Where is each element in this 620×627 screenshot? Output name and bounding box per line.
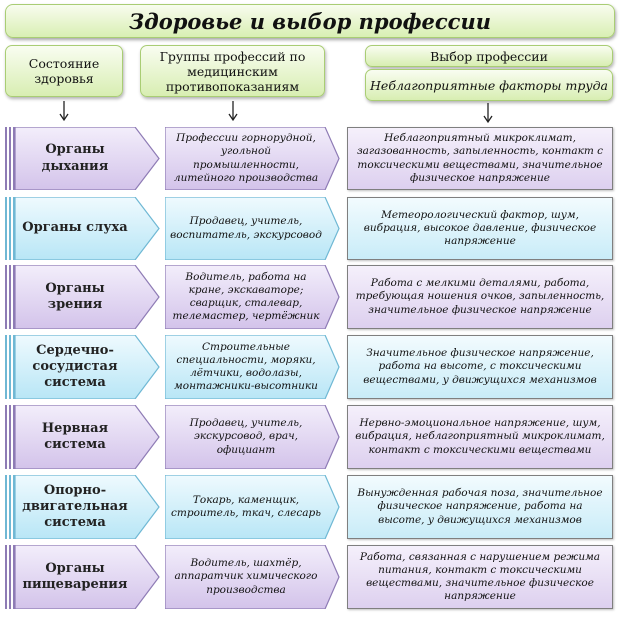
organ-chevron — [15, 197, 160, 260]
organ-label: Органы слуха — [22, 220, 128, 236]
professions-arrow — [165, 475, 340, 539]
adverse-factors-box: Значительное физическое напряжение, рабо… — [347, 335, 613, 399]
adverse-factors-box: Работа, связанная с нарушением режима пи… — [347, 545, 613, 609]
organ-label: Органы дыхания — [41, 142, 109, 174]
table-row: Органы дыхания Профессии горнорудной, уго… — [0, 127, 620, 190]
organ-chevron — [15, 335, 160, 399]
row-accent-strip — [5, 545, 15, 609]
table-row: Нервная система Продавец, учитель, экскур… — [0, 405, 620, 469]
organ-chevron — [15, 475, 160, 539]
organ-label: Сердечно-сосудистая система — [32, 342, 118, 391]
header-profession-groups: Группы профессий по медицинским противоп… — [140, 45, 325, 97]
adverse-factors-box: Нервно-эмоциональное напряжение, шум, ви… — [347, 405, 613, 469]
adverse-factors-text: Неблагоприятный микроклимат, загазованно… — [356, 132, 604, 184]
adverse-factors-text: Работа, связанная с нарушением режима пи… — [359, 550, 601, 603]
adverse-factors-text: Вынужденная рабочая поза, значительное ф… — [357, 487, 603, 526]
adverse-factors-box: Работа с мелкими деталями, работа, требу… — [347, 265, 613, 329]
organ-chevron — [15, 545, 160, 609]
header-profession-choice: Выбор профессии — [365, 45, 613, 67]
table-row: Сердечно-сосудистая система Строительные … — [0, 335, 620, 399]
down-arrow-icon — [59, 101, 69, 122]
page-title: Здоровье и выбор профессии — [128, 8, 492, 34]
professions-arrow — [165, 265, 340, 329]
down-arrow-icon — [228, 101, 238, 122]
professions-text: Строительные специальности, моряки, лётч… — [174, 340, 318, 393]
organ-chevron — [15, 127, 160, 190]
organ-chevron — [15, 265, 160, 329]
professions-text: Профессии горнорудной, угольной промышле… — [173, 132, 319, 184]
professions-arrow — [165, 127, 340, 190]
adverse-factors-box: Метеорологический фактор, шум, вибрация,… — [347, 197, 613, 260]
adverse-factors-box: Неблагоприятный микроклимат, загазованно… — [347, 127, 613, 190]
adverse-factors-text: Метеорологический фактор, шум, вибрация,… — [363, 208, 597, 248]
row-accent-strip — [5, 475, 15, 539]
professions-text: Продавец, учитель, воспитатель, экскурсо… — [170, 215, 322, 241]
table-row: Опорно-двигательная система Токарь, камен… — [0, 475, 620, 539]
professions-arrow — [165, 335, 340, 399]
professions-arrow — [165, 545, 340, 609]
down-arrow-icon — [483, 103, 493, 124]
row-accent-strip — [5, 405, 15, 469]
row-accent-strip — [5, 127, 15, 190]
professions-arrow — [165, 405, 340, 469]
header-adverse-factors-label: Неблагоприятные факторы труда — [370, 77, 608, 93]
header-health-state-label: Состояние здоровья — [28, 56, 100, 86]
adverse-factors-text: Нервно-эмоциональное напряжение, шум, ви… — [355, 417, 605, 456]
table-row: Органы слуха Продавец, учитель, воспитате… — [0, 197, 620, 260]
professions-text: Водитель, шахтёр, аппаратчик химического… — [174, 557, 318, 596]
adverse-factors-box: Вынужденная рабочая поза, значительное ф… — [347, 475, 613, 539]
header-adverse-factors: Неблагоприятные факторы труда — [365, 69, 613, 101]
row-accent-strip — [5, 335, 15, 399]
professions-arrow — [165, 197, 340, 260]
row-accent-strip — [5, 197, 15, 260]
professions-text: Водитель, работа на кране, экскаваторе; … — [172, 270, 320, 323]
professions-text: Токарь, каменщик, строитель, ткач, слеса… — [171, 493, 321, 519]
adverse-factors-text: Работа с мелкими деталями, работа, требу… — [355, 277, 605, 316]
title-banner: Здоровье и выбор профессии — [5, 4, 615, 38]
organ-label: Органы пищеварения — [22, 560, 128, 592]
row-accent-strip — [5, 265, 15, 329]
header-profession-choice-label: Выбор профессии — [430, 48, 548, 64]
professions-text: Продавец, учитель, экскурсовод, врач, оф… — [189, 417, 303, 456]
adverse-factors-text: Значительное физическое напряжение, рабо… — [363, 347, 597, 386]
table-row: Органы зрения Водитель, работа на кране, … — [0, 265, 620, 329]
table-row: Органы пищеварения Водитель, шахтёр, аппа… — [0, 545, 620, 609]
organ-label: Органы зрения — [45, 280, 105, 312]
organ-label: Опорно-двигательная система — [22, 482, 128, 531]
organ-label: Нервная система — [41, 420, 109, 452]
header-health-state: Состояние здоровья — [5, 45, 123, 97]
header-profession-groups-label: Группы профессий по медицинским противоп… — [159, 48, 306, 94]
organ-chevron — [15, 405, 160, 469]
